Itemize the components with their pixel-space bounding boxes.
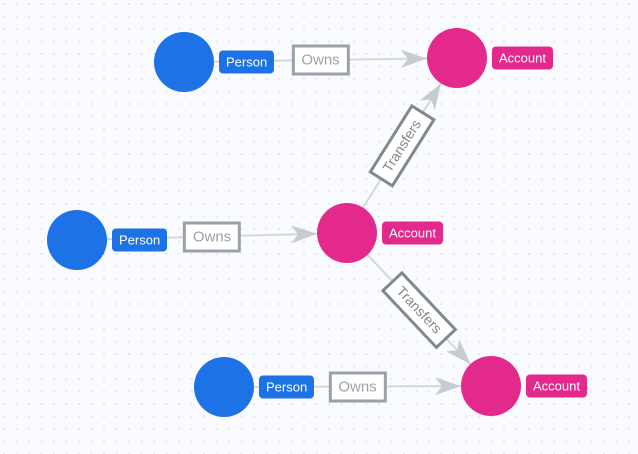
node-person-circle[interactable] [194,357,254,417]
edge-label-owns[interactable]: Owns [291,44,350,76]
node-person-circle[interactable] [154,32,214,92]
node-account-circle[interactable] [427,28,487,88]
node-caption-account[interactable]: Account [382,221,443,245]
node-caption-person[interactable]: Person [112,228,168,252]
edge-label-owns[interactable]: Owns [182,221,242,252]
node-caption-person[interactable]: Person [259,375,315,399]
node-caption-account[interactable]: Account [492,46,553,70]
node-account-circle[interactable] [461,356,521,416]
edge-label-owns[interactable]: Owns [328,371,387,402]
node-account-circle[interactable] [317,203,377,263]
node-caption-person[interactable]: Person [219,50,275,74]
node-person-circle[interactable] [47,210,107,270]
node-caption-account[interactable]: Account [526,374,587,398]
